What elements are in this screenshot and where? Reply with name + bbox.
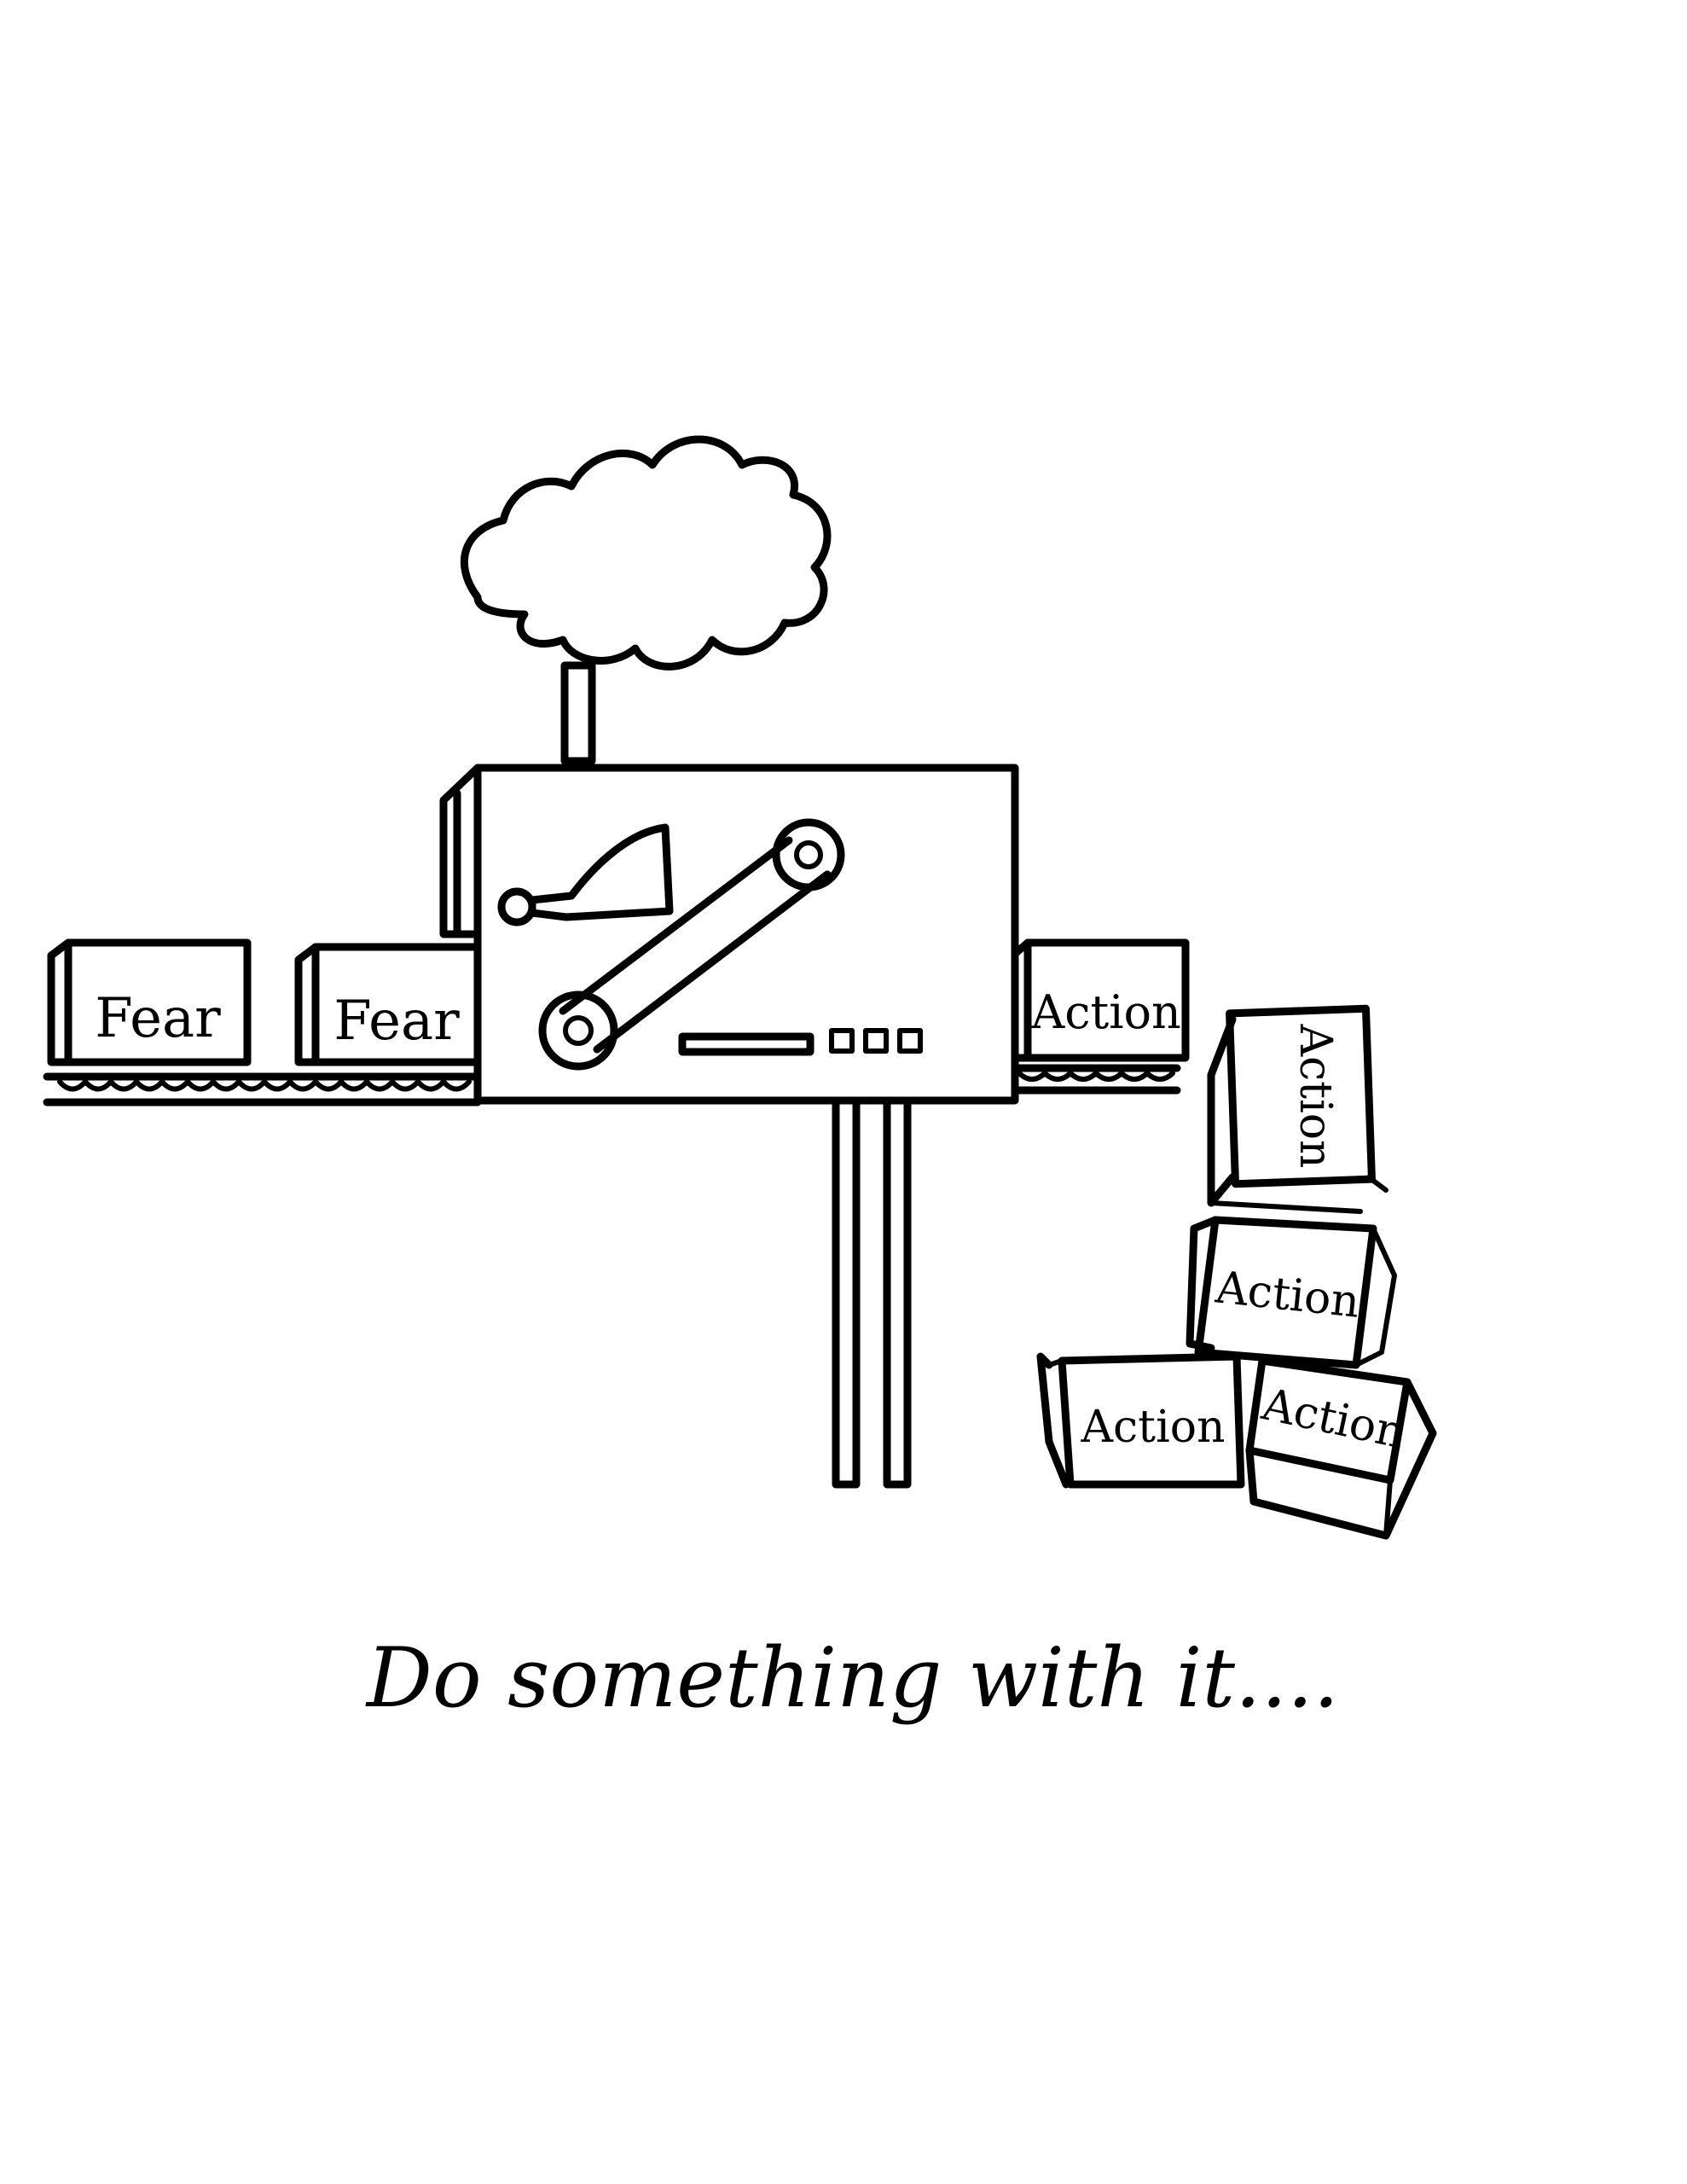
stacked-action-label: Action bbox=[1257, 1379, 1410, 1459]
fear-block: Fear bbox=[47, 938, 252, 1066]
upper-pulley bbox=[772, 818, 845, 892]
machine-leg-left bbox=[832, 1096, 861, 1489]
indicator-light bbox=[863, 1028, 889, 1054]
lower-pulley bbox=[538, 990, 618, 1071]
upper-pulley-hub bbox=[794, 840, 823, 869]
output-slot bbox=[678, 1032, 815, 1056]
smoke-cloud bbox=[460, 435, 832, 671]
fear-block-label: Fear bbox=[333, 990, 460, 1053]
lever-knob bbox=[497, 887, 536, 926]
stacked-action-label: Action bbox=[1081, 1402, 1226, 1453]
stacked-action-block: Action bbox=[1036, 1352, 1245, 1489]
chimney bbox=[560, 661, 596, 765]
machine-leg-right bbox=[883, 1096, 912, 1489]
action-block: Action bbox=[1011, 938, 1190, 1062]
indicator-light bbox=[829, 1028, 855, 1054]
stacked-action-label: Action bbox=[1290, 1024, 1341, 1169]
stacked-action-block: Action bbox=[1186, 1216, 1397, 1369]
lower-pulley-hub bbox=[563, 1015, 594, 1046]
fear-block-label: Fear bbox=[95, 987, 221, 1050]
input-conveyor bbox=[43, 1072, 482, 1107]
action-block-label: Action bbox=[1030, 985, 1181, 1039]
cam-lever bbox=[528, 823, 674, 921]
output-conveyor bbox=[1011, 1064, 1181, 1095]
fear-block: Fear bbox=[294, 943, 482, 1066]
stacked-action-block: Action bbox=[1245, 1356, 1437, 1540]
stacked-action-label: Action bbox=[1213, 1262, 1362, 1327]
indicator-light bbox=[897, 1028, 923, 1054]
stacked-action-block: Action bbox=[1207, 1004, 1388, 1214]
belt-arm bbox=[559, 836, 832, 1054]
machine-body bbox=[473, 764, 1019, 1105]
caption: Do something with it.... bbox=[365, 1630, 1339, 1726]
